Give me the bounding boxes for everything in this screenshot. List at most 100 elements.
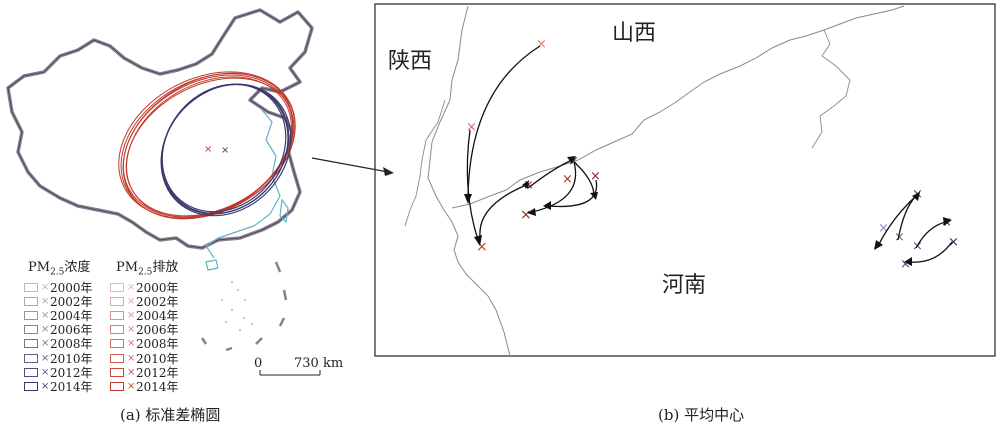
panel-link-arrow <box>311 157 394 176</box>
legend-cross-icon: × <box>41 309 50 321</box>
region-shaanxi: 陕西 <box>388 49 432 74</box>
legend-swatch <box>24 296 38 306</box>
legend-swatch <box>110 296 124 306</box>
svg-text:×: × <box>568 154 579 169</box>
svg-text:×: × <box>523 178 534 193</box>
legend-row: ×2014年 <box>110 379 179 394</box>
scale-bar: 0 730 km <box>254 356 343 376</box>
legend-swatch <box>24 367 38 377</box>
legend-row: ×2004年 <box>24 308 93 323</box>
emission-arrowheads <box>464 156 598 246</box>
svg-text:×: × <box>466 120 477 135</box>
legend-title-rest: 浓度 <box>64 260 91 275</box>
legend-cross-icon: × <box>41 338 50 350</box>
legend-year-label: 2006年 <box>136 323 179 338</box>
china-outline-inner <box>7 9 313 249</box>
south-china-sea-dashes <box>200 261 288 352</box>
legend-cross-icon: × <box>41 380 50 392</box>
legend-year-label: 2012年 <box>136 365 179 380</box>
legend-row: ×2004年 <box>110 308 179 323</box>
legend-swatch <box>110 310 124 320</box>
legend-year-label: 2004年 <box>136 308 179 323</box>
panel-b-label: (b) 平均中心 <box>658 406 745 424</box>
concentration-center-mark: × <box>221 145 229 156</box>
panel-b-frame <box>374 3 996 357</box>
islands <box>221 281 253 331</box>
legend-swatch <box>24 310 38 320</box>
legend-year-label: 2006年 <box>50 323 93 338</box>
concentration-arrows <box>877 195 953 263</box>
legend-cross-icon: × <box>41 295 50 307</box>
centers-a: × × <box>204 144 229 156</box>
legend-year-label: 2000年 <box>136 280 179 295</box>
legend-row: ×2006年 <box>24 323 93 337</box>
emission-centers: × × × × × × × × <box>466 37 601 255</box>
svg-text:×: × <box>878 221 889 236</box>
legend-swatch <box>24 381 38 391</box>
taiwan <box>279 198 289 224</box>
legend-year-label: 2008年 <box>136 337 179 352</box>
legend-year-label: 2014年 <box>136 379 179 394</box>
legend-cross-icon: × <box>127 281 136 293</box>
legend-year-label: 2000年 <box>50 280 93 295</box>
legend-row: ×2000年 <box>24 280 93 295</box>
region-henan: 河南 <box>662 273 706 298</box>
scale-end: 730 km <box>294 356 343 371</box>
legend-cross-icon: × <box>127 295 136 307</box>
legend-title-sub: 2.5 <box>138 267 153 278</box>
svg-text:×: × <box>894 230 905 245</box>
svg-text:×: × <box>520 207 532 223</box>
shanxi-east-boundary <box>811 29 851 149</box>
concentration-arrowheads <box>874 192 952 266</box>
legend: PM2.5浓度 PM2.5排放 ×2000年×2002年×2004年×2006年… <box>24 256 214 396</box>
legend-row: ×2000年 <box>110 280 179 295</box>
legend-cross-icon: × <box>127 338 136 350</box>
legend-swatch <box>110 367 124 377</box>
concentration-centers: × × × × × × × <box>878 187 959 272</box>
legend-cross-icon: × <box>127 324 136 336</box>
coastline <box>205 109 281 259</box>
legend-swatch <box>110 381 124 391</box>
legend-cross-icon: × <box>41 324 50 336</box>
legend-swatch <box>110 282 124 292</box>
legend-row: ×2008年 <box>110 337 179 351</box>
svg-text:×: × <box>536 37 547 52</box>
legend-title-rest: 排放 <box>152 260 179 275</box>
emission-ellipses <box>118 71 296 220</box>
svg-text:×: × <box>590 169 601 184</box>
legend-row: ×2012年 <box>24 365 93 380</box>
shanxi-henan-boundary <box>451 5 905 209</box>
svg-text:×: × <box>948 235 959 250</box>
panel-a-label: (a) 标准差椭圆 <box>120 406 221 424</box>
legend-title-sub: 2.5 <box>50 267 65 278</box>
scale-start: 0 <box>254 356 262 371</box>
emission-center-mark: × <box>204 144 212 155</box>
legend-header-concentration: PM2.5浓度 <box>28 256 90 278</box>
panel-b-map: 陕西 山西 河南 × × × × × × × × <box>374 3 996 357</box>
legend-cross-icon: × <box>41 366 50 378</box>
legend-row: ×2012年 <box>110 365 179 380</box>
legend-title-main: PM <box>28 260 51 275</box>
legend-row: ×2008年 <box>24 337 93 351</box>
legend-year-label: 2012年 <box>50 365 93 380</box>
legend-year-label: 2010年 <box>136 351 179 366</box>
legend-cross-icon: × <box>127 366 136 378</box>
legend-cross-icon: × <box>127 352 136 364</box>
legend-swatch <box>24 339 38 349</box>
legend-header-emission: PM2.5排放 <box>116 256 178 278</box>
svg-text:×: × <box>900 257 911 272</box>
legend-cross-icon: × <box>41 352 50 364</box>
shaanxi-shanxi-boundary <box>427 5 511 357</box>
svg-text:×: × <box>562 172 573 187</box>
panel-a-map: × × 0 730 km <box>6 8 343 376</box>
legend-cross-icon: × <box>127 380 136 392</box>
concentration-ellipses <box>160 83 292 217</box>
legend-year-label: 2010年 <box>50 351 93 366</box>
legend-row: ×2002年 <box>24 294 93 309</box>
legend-swatch <box>110 339 124 349</box>
legend-year-label: 2004年 <box>50 308 93 323</box>
legend-swatch <box>110 325 124 335</box>
legend-swatch <box>110 353 124 363</box>
legend-swatch <box>24 353 38 363</box>
legend-swatch <box>24 325 38 335</box>
